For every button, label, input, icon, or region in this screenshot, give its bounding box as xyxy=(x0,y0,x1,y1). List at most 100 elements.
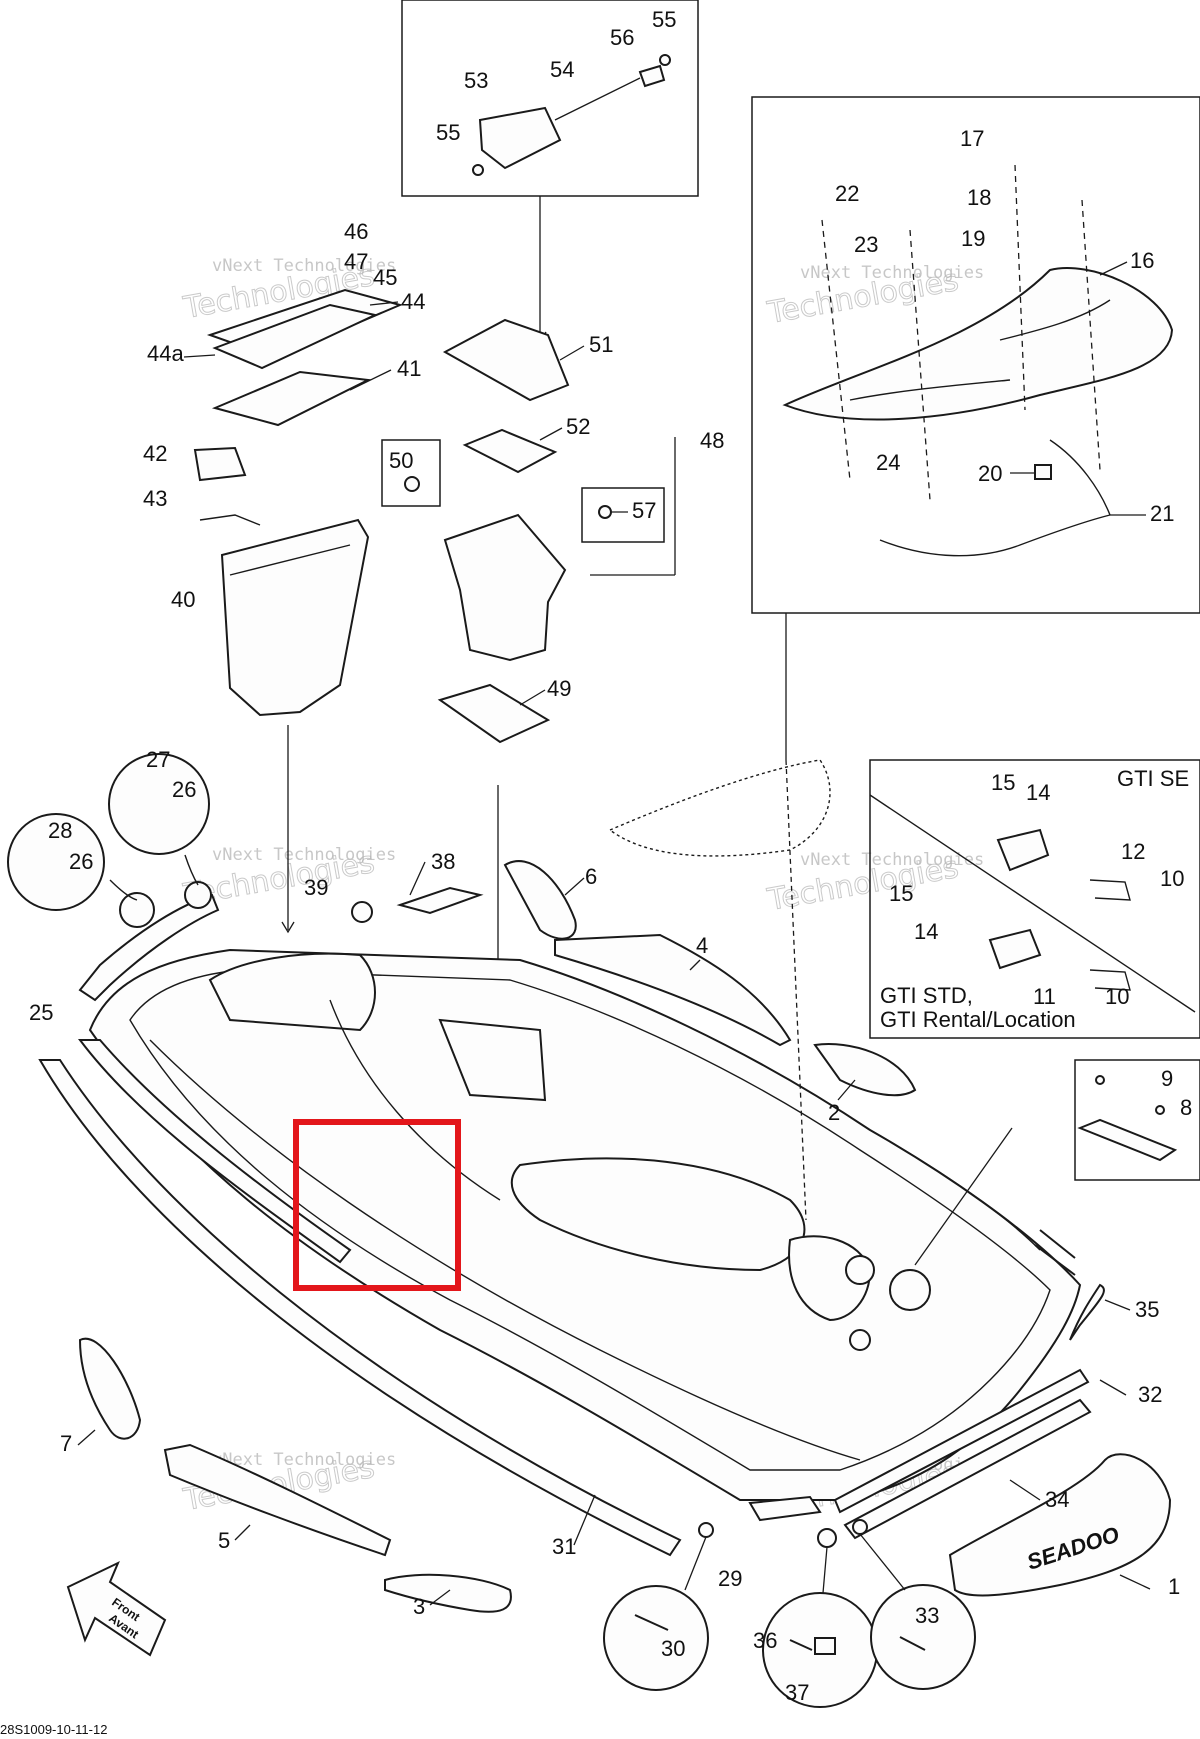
callout-8: 8 xyxy=(1180,1095,1192,1120)
detail-circle-33 xyxy=(870,1584,976,1690)
callout-28: 28 xyxy=(48,818,72,843)
watermark-text: vNext Technologies xyxy=(212,1450,396,1470)
bracket-part-14 xyxy=(996,828,1050,872)
callout-24: 24 xyxy=(876,450,900,475)
bracket-part-14 xyxy=(988,928,1042,970)
callout-39: 39 xyxy=(304,875,328,900)
callout-4: 4 xyxy=(696,933,708,958)
gauge-hole xyxy=(849,1329,871,1351)
callout-18: 18 xyxy=(967,185,991,210)
callout-57: 57 xyxy=(632,498,656,523)
callout-10: 10 xyxy=(1160,866,1184,891)
gasket-part-52 xyxy=(462,428,558,474)
bumper-part-35 xyxy=(1069,1283,1105,1341)
fastener-hole xyxy=(184,881,212,909)
hull-crease xyxy=(149,1039,861,1461)
inset-variant-hardware xyxy=(869,759,1200,1039)
watermark-text: vNext Technologies xyxy=(800,263,984,283)
cable-part-21 xyxy=(879,514,1111,557)
cover-plate-part-53 xyxy=(478,106,562,170)
side-trim-inner xyxy=(77,1039,352,1264)
callout-40: 40 xyxy=(171,587,195,612)
callout-15: 15 xyxy=(889,881,913,906)
leader-line xyxy=(369,301,399,306)
fastener-part-57 xyxy=(598,505,612,519)
variant-divider xyxy=(869,794,1196,1013)
screw-part-9 xyxy=(1155,1105,1165,1115)
bin-rim xyxy=(229,544,351,576)
leader-line xyxy=(539,427,563,441)
side-trim-part-34 xyxy=(843,1398,1092,1540)
front-arrow: Front Avant xyxy=(66,1560,167,1657)
inset-cover-latch xyxy=(401,0,699,344)
strap-part-43 xyxy=(199,514,261,526)
leader-line xyxy=(822,1546,828,1594)
gasket-part-49 xyxy=(437,683,551,744)
leader-line xyxy=(1104,1299,1131,1311)
callout-47: 47 xyxy=(344,249,368,274)
callout-23: 23 xyxy=(854,232,878,257)
callout-12: 12 xyxy=(1121,839,1145,864)
callout-33: 33 xyxy=(915,1603,939,1628)
bracket-part-8 xyxy=(1077,1118,1178,1162)
inset-box xyxy=(869,759,1200,1039)
inset-seat-hardware xyxy=(751,96,1200,760)
callout-55: 55 xyxy=(436,120,460,145)
hull-body xyxy=(88,948,1082,1501)
clip-part-55 xyxy=(659,54,671,66)
callout-21: 21 xyxy=(1150,501,1174,526)
decal-part-7 xyxy=(78,1337,142,1440)
callout-2: 2 xyxy=(828,1100,840,1125)
leader-line xyxy=(559,345,585,361)
callout-19: 19 xyxy=(961,226,985,251)
fastener-hole xyxy=(119,892,155,928)
leader-line xyxy=(859,1533,906,1591)
spring-part-56 xyxy=(638,64,666,88)
leader-line xyxy=(409,861,426,896)
bin-part-40 xyxy=(220,518,370,717)
leader-line xyxy=(234,1524,251,1541)
bumper-part-29 xyxy=(748,1495,822,1522)
inset-box xyxy=(751,96,1200,614)
highlight-box xyxy=(293,1119,461,1291)
seat-frame-detail xyxy=(849,379,1011,401)
decal-part-6 xyxy=(503,860,577,940)
leader-line xyxy=(1119,1574,1151,1590)
callout-38: 38 xyxy=(431,849,455,874)
callout-56: 56 xyxy=(610,25,634,50)
callout-51: 51 xyxy=(589,332,613,357)
front-arrow-icon xyxy=(66,1560,167,1657)
variant-label-gti-std: GTI STD, xyxy=(880,983,973,1008)
callout-35: 35 xyxy=(1135,1297,1159,1322)
inset-box xyxy=(1074,1059,1200,1181)
callout-32: 32 xyxy=(1138,1382,1162,1407)
fastener-hole xyxy=(852,1519,868,1535)
detail-circle-26-27 xyxy=(108,753,210,855)
dashed-alignment xyxy=(821,219,851,481)
dashed-alignment xyxy=(909,229,931,501)
fastener-hole xyxy=(817,1528,837,1548)
callout-54: 54 xyxy=(550,57,574,82)
bin-part-48 xyxy=(443,513,567,662)
decal-part-2 xyxy=(813,1043,917,1097)
watermark-text: vNext Technologies xyxy=(212,845,396,865)
watermark-text: vNext Technologies xyxy=(800,850,984,870)
callout-42: 42 xyxy=(143,441,167,466)
leader-line xyxy=(1099,1379,1127,1396)
leader-line xyxy=(109,879,138,901)
screw-part-9 xyxy=(1095,1075,1105,1085)
callout-7: 7 xyxy=(60,1431,72,1456)
callout-41: 41 xyxy=(397,356,421,381)
bolt-part-36 xyxy=(789,1639,813,1651)
leader-line xyxy=(184,854,199,886)
callout-22: 22 xyxy=(835,181,859,206)
seat-well xyxy=(510,1157,806,1272)
callout-14: 14 xyxy=(1026,780,1050,805)
steering-well xyxy=(788,1235,872,1322)
decal-part-1 xyxy=(948,1453,1172,1597)
callout-10: 10 xyxy=(1105,984,1129,1009)
callout-9: 9 xyxy=(1161,1066,1173,1091)
callout-34: 34 xyxy=(1045,1487,1069,1512)
callout-29: 29 xyxy=(718,1566,742,1591)
callout-45: 45 xyxy=(373,265,397,290)
